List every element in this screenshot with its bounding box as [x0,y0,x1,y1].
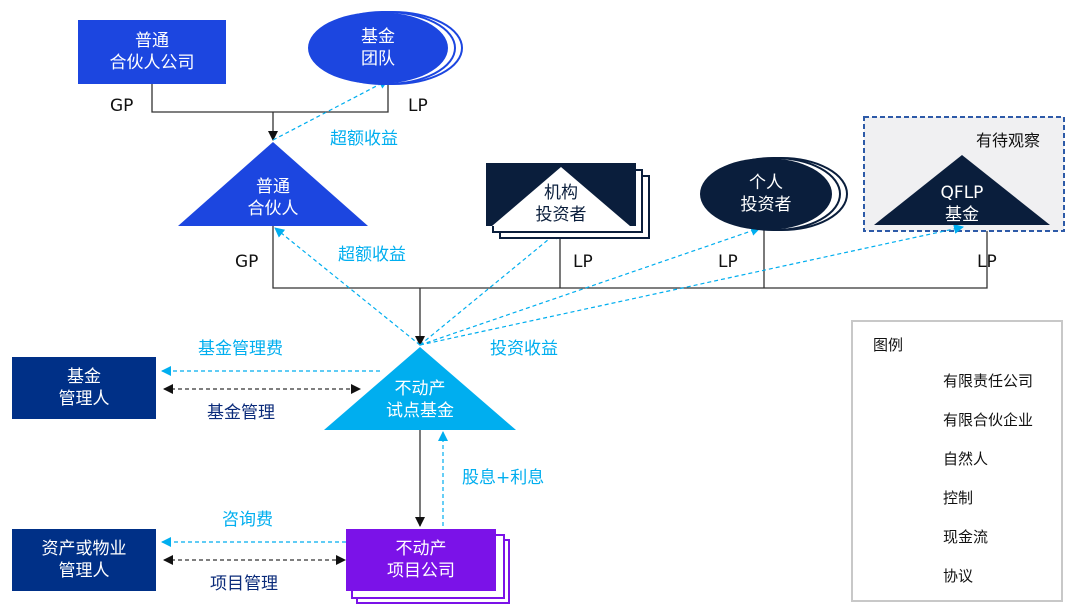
project-company-box[interactable] [346,529,510,604]
individual-investors-ellipse[interactable] [700,157,848,231]
fund-manager-label: 基金 管理人 [58,367,110,409]
watch-box-label: 有待观察 [976,131,1041,150]
legend-item-natural-person: 自然人 [943,450,989,468]
institutional-investors-label: 机构 投资者 [535,183,587,225]
edge-label-management-fee: 基金管理费 [198,339,283,359]
edge-label-gp-mid: GP [235,252,259,272]
legend-item-llc: 有限责任公司 [943,372,1034,390]
edge-label-fund-management: 基金管理 [207,403,275,423]
edge-label-project-management: 项目管理 [210,574,278,594]
legend-item-agreement: 协议 [943,567,974,585]
legend-title: 图例 [873,336,904,354]
legend: 图例 有限责任公司 有限合伙企业 自然人 控制 现金流 协议 [851,320,1063,602]
agreement-lines [163,384,361,565]
edge-label-excess-return-mid: 超额收益 [338,245,406,265]
qflp-fund-triangle[interactable] [874,155,1050,225]
fund-manager-box[interactable] [12,357,156,419]
institutional-investors-box[interactable] [486,163,650,239]
edge-label-lp-inst: LP [573,252,593,272]
general-partner-label: 普通 合伙人 [247,177,299,219]
general-partner-triangle[interactable] [178,142,368,226]
individual-investors-label: 个人 投资者 [740,173,792,215]
project-company-label: 不动产 项目公司 [387,539,455,581]
legend-item-control: 控制 [943,489,974,507]
edge-label-dividend-interest: 股息+利息 [462,468,545,488]
asset-manager-label: 资产或物业 管理人 [41,539,127,581]
qflp-fund-label: QFLP 基金 [940,183,984,225]
control-lines [151,78,988,527]
reit-pilot-fund-triangle[interactable] [324,347,516,430]
legend-item-cash-flow: 现金流 [943,528,989,546]
edge-label-lp-indiv: LP [718,252,738,272]
fund-team-label: 基金 团队 [361,27,395,69]
edge-label-excess-return-top: 超额收益 [330,129,398,149]
edge-label-lp-qflp: LP [977,252,997,272]
cash-flow-lines [161,79,964,547]
gp-company-label: 普通 合伙人公司 [109,31,195,73]
legend-item-lp: 有限合伙企业 [943,411,1034,429]
reit-pilot-fund-label: 不动产 试点基金 [386,379,454,421]
edge-label-investment-return: 投资收益 [490,339,558,359]
asset-manager-box[interactable] [12,529,156,591]
edge-label-consulting-fee: 咨询费 [222,510,273,530]
edge-label-gp-top: GP [110,96,134,116]
fund-team-ellipse[interactable] [308,11,463,85]
edge-label-lp-top: LP [408,96,428,116]
gp-company-box[interactable] [78,20,226,84]
